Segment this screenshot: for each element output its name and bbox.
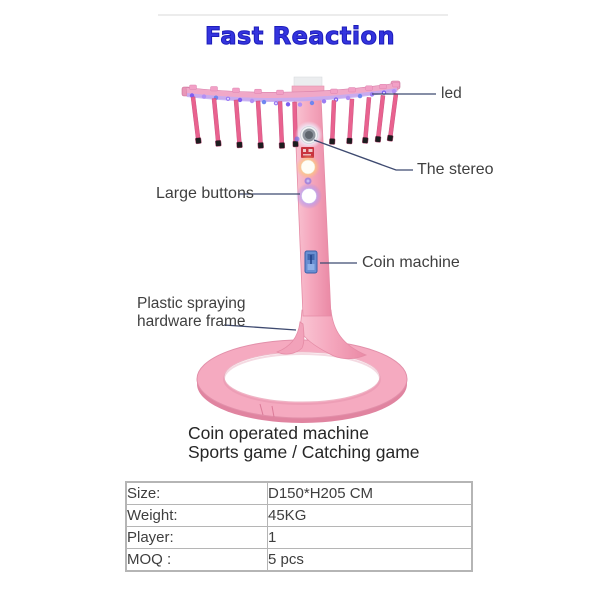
- led-bar: [181, 76, 401, 107]
- table-row: Player: 1: [125, 526, 473, 549]
- label-large-buttons: Large buttons: [156, 185, 254, 202]
- large-button: [296, 183, 322, 209]
- spec-label: Weight:: [125, 504, 268, 527]
- spec-label: MOQ :: [125, 548, 268, 572]
- indicator-dot: [304, 177, 312, 185]
- spec-label: Player:: [125, 526, 268, 549]
- page-title: Fast Reaction: [204, 22, 396, 51]
- frame-foot: [276, 309, 368, 360]
- spec-label: Size:: [125, 481, 268, 505]
- label-frame-line1: Plastic spraying: [137, 295, 246, 312]
- start-button-warm: [296, 155, 320, 179]
- label-coin-machine: Coin machine: [362, 254, 460, 271]
- instruction-sticker: [301, 147, 314, 158]
- table-row: MOQ : 5 pcs: [125, 548, 473, 572]
- annotation-line-frame: [223, 324, 297, 331]
- spec-table: Size: D150*H205 CM Weight: 45KG Player: …: [125, 481, 473, 572]
- product-caption: Coin operated machine Sports game / Catc…: [188, 424, 420, 461]
- spec-value: 45KG: [267, 504, 473, 527]
- table-row: Size: D150*H205 CM: [125, 481, 473, 505]
- spec-value: 5 pcs: [267, 548, 473, 572]
- top-divider: [158, 14, 448, 16]
- caption-line1: Coin operated machine: [188, 423, 369, 443]
- label-frame: Plastic spraying hardware frame: [137, 295, 246, 330]
- table-row: Weight: 45KG: [125, 504, 473, 527]
- stereo-speaker: [294, 121, 323, 149]
- label-led: led: [441, 85, 462, 102]
- caption-line2: Sports game / Catching game: [188, 441, 420, 462]
- label-stereo: The stereo: [417, 161, 494, 178]
- base-ring: [196, 339, 408, 423]
- stick-mounts: [189, 82, 400, 95]
- spec-value: D150*H205 CM: [267, 481, 473, 505]
- spec-value: 1: [267, 526, 473, 549]
- label-frame-line2: hardware frame: [137, 312, 246, 330]
- annotation-line-stereo: [313, 139, 413, 171]
- coin-acceptor: [304, 250, 318, 274]
